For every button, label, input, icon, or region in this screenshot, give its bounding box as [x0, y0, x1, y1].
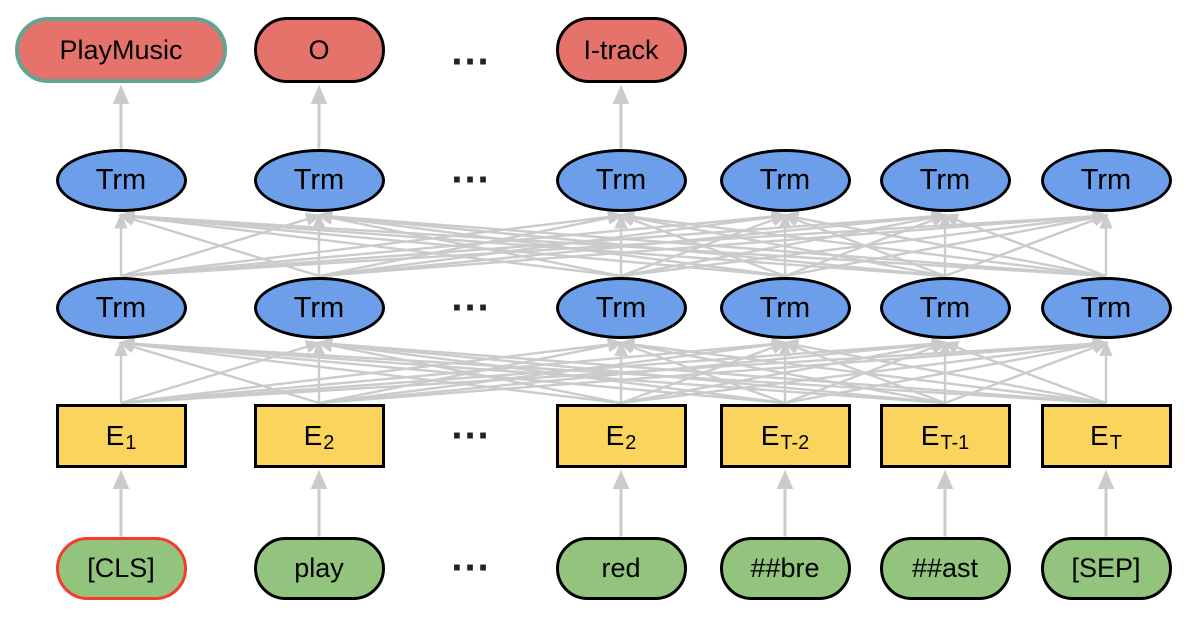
ellipsis-text: ... — [451, 535, 491, 580]
trm-upper-node-trm: Trm — [55, 148, 187, 212]
arrow — [618, 338, 946, 405]
trm-upper-node-label: Trm — [95, 163, 147, 196]
output-node-o: O — [253, 17, 385, 83]
trm-upper-node-label: Trm — [595, 163, 647, 196]
output-node-label: O — [308, 34, 330, 65]
arrow — [316, 210, 786, 278]
arrow — [782, 338, 1107, 405]
trm-lower-node-label: Trm — [919, 291, 971, 324]
embedding-symbol: E — [1090, 420, 1109, 451]
arrow — [316, 337, 1107, 405]
token-node-cls: [CLS] — [55, 536, 187, 600]
trm-lower-node-trm: Trm — [555, 277, 687, 339]
ellipsis-text: ... — [451, 29, 491, 74]
token-node-play: play — [253, 536, 385, 600]
token-node-red: red — [555, 536, 687, 600]
arrow — [316, 211, 622, 278]
embedding-subscript: T-1 — [940, 432, 970, 454]
arrow — [316, 338, 622, 405]
arrow — [942, 213, 1107, 278]
embedding-symbol: E — [105, 420, 125, 451]
arrow — [118, 337, 946, 405]
arrow — [118, 212, 320, 278]
trm-lower-node-trm: Trm — [253, 277, 385, 339]
trm-upper-node-label: Trm — [759, 163, 811, 196]
trm-lower-node-label: Trm — [595, 291, 647, 324]
token-node-label: [CLS] — [87, 552, 155, 583]
embedding-subscript: T-2 — [780, 432, 810, 454]
trm-lower-node-label: Trm — [1080, 291, 1132, 324]
ellipsis-text: ... — [451, 147, 491, 192]
trm-upper-node-trm: Trm — [1040, 148, 1172, 212]
token-node-label: ##bre — [750, 552, 820, 583]
trm-upper-node-trm: Trm — [719, 148, 851, 212]
embedding-symbol: E — [303, 420, 323, 451]
trm-lower-node-label: Trm — [759, 291, 811, 324]
trm-upper-node-trm: Trm — [879, 148, 1011, 212]
trm-upper-node-label: Trm — [293, 163, 345, 196]
arrow — [118, 209, 946, 278]
token-node-bre: ##bre — [719, 536, 851, 600]
arrow — [942, 341, 1107, 405]
arrow — [618, 337, 1107, 405]
arrow — [118, 209, 786, 278]
trm-lower-node-label: Trm — [293, 291, 345, 324]
arrow — [316, 209, 1107, 278]
embedding-subscript: T — [1109, 432, 1122, 454]
trm-lower-node-trm: Trm — [55, 277, 187, 339]
trm-upper-node-trm: Trm — [253, 148, 385, 212]
trm-lower-node-trm: Trm — [1040, 277, 1172, 339]
embedding-subscript: 2 — [625, 432, 637, 454]
output-node-i-track: I-track — [555, 17, 687, 83]
ellipsis-text: ... — [451, 275, 491, 320]
arrow — [316, 337, 786, 405]
embedding-symbol: E — [920, 420, 940, 451]
arrow — [118, 209, 1107, 278]
output-node-label: I-track — [583, 34, 659, 65]
trm-lower-node-trm: Trm — [879, 277, 1011, 339]
trm-lower-node-label: Trm — [95, 291, 147, 324]
embedding-symbol: E — [760, 420, 780, 451]
token-node-label: [SEP] — [1071, 552, 1141, 583]
embedding-subscript: 2 — [323, 432, 335, 454]
token-node-sep: [SEP] — [1040, 536, 1172, 600]
arrow — [118, 337, 622, 405]
token-node-ast: ##ast — [879, 536, 1011, 600]
embedding-subscript: 1 — [125, 432, 137, 454]
arrow — [782, 211, 1107, 278]
output-node-playmusic: PlayMusic — [15, 17, 227, 83]
arrow — [118, 337, 786, 405]
trm-lower-node-trm: Trm — [719, 277, 851, 339]
ellipsis-text: ... — [451, 403, 491, 448]
arrow — [118, 210, 622, 278]
arrow — [118, 337, 1107, 405]
trm-upper-node-label: Trm — [1080, 163, 1132, 196]
trm-upper-node-label: Trm — [919, 163, 971, 196]
arrow — [118, 340, 320, 405]
output-node-label: PlayMusic — [59, 34, 183, 65]
token-node-label: red — [601, 552, 641, 583]
token-node-label: play — [294, 552, 344, 583]
trm-upper-node-trm: Trm — [555, 148, 687, 212]
arrow — [618, 211, 946, 278]
arrow — [618, 210, 1107, 278]
embedding-symbol: E — [605, 420, 625, 451]
token-node-label: ##ast — [911, 552, 979, 583]
